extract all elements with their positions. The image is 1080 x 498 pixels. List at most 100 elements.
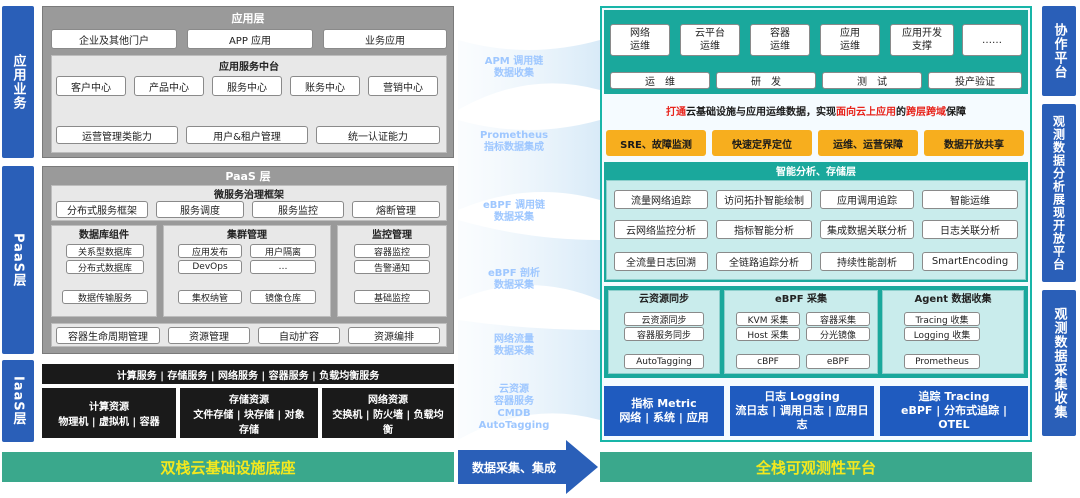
cloud-sync-autotagging: AutoTagging	[624, 354, 704, 369]
goal-locate: 快速定界定位	[712, 130, 812, 156]
role-network-ops: 网络 运维	[610, 24, 670, 56]
an-profiling: 持续性能剖析	[820, 252, 914, 271]
an-app-trace: 应用调用追踪	[820, 190, 914, 209]
flow-ebpf-trace: eBPF 调用链 数据采集	[482, 200, 546, 223]
micro-schedule: 服务调度	[156, 201, 244, 218]
agent-logging: Logging 收集	[904, 327, 980, 341]
cluster-title: 集群管理	[227, 229, 267, 241]
cluster-devops: DevOps	[178, 260, 242, 274]
an-topology: 访问拓扑智能绘制	[716, 190, 812, 209]
flow-network: 网络流量 数据采集	[494, 334, 534, 357]
cluster-isolation: 用户隔离	[250, 244, 316, 258]
auto-scale: 自动扩容	[258, 327, 340, 344]
flow-cloud: 云资源 容器服务 CMDB AutoTagging	[478, 384, 550, 431]
container-lifecycle: 容器生命周期管理	[56, 327, 160, 344]
app-business-label: 应用业务	[2, 6, 34, 158]
cluster-more: …	[250, 260, 316, 274]
cluster-registry: 镜像仓库	[250, 290, 316, 304]
an-log: 日志关联分析	[922, 220, 1018, 239]
right-footer: 全栈可观测性平台	[600, 452, 1032, 482]
signal-tracing-detail: eBPF | 分布式追踪 | OTEL	[901, 404, 1007, 431]
signal-metric-detail: 网络 | 系统 | 应用	[619, 411, 709, 424]
compute-resource: 计算资源 物理机 | 虚拟机 | 容器	[42, 388, 176, 438]
storage-resource: 存储资源 文件存储 | 块存储 | 对象存储	[180, 388, 318, 438]
svc-service: 服务中心	[212, 76, 282, 96]
svc-auth: 统一认证能力	[316, 126, 440, 144]
analysis-title: 智能分析、存储层	[776, 166, 856, 178]
ebpf-host: Host 采集	[736, 327, 800, 341]
monitor-container: 容器监控	[354, 244, 430, 258]
svc-ops: 运营管理类能力	[56, 126, 178, 144]
an-correlation: 集成数据关联分析	[820, 220, 914, 239]
mission-statement: 打通云基础设施与应用运维数据，实现面向云上应用的跨层跨域保障	[666, 106, 966, 118]
db-transfer: 数据传输服务	[62, 290, 148, 304]
cloud-sync-resource: 云资源同步	[624, 312, 704, 326]
phase-verify: 投产验证	[928, 72, 1022, 89]
monitor-alert: 告警通知	[354, 260, 430, 274]
goal-sre: SRE、故障监测	[606, 130, 706, 156]
compute-detail: 物理机 | 虚拟机 | 容器	[58, 417, 160, 428]
flow-apm: APM 调用链 数据收集	[484, 56, 544, 79]
an-aiops: 智能运维	[922, 190, 1018, 209]
signal-metric-title: 指标 Metric	[631, 397, 697, 410]
signal-logging: 日志 Logging 流日志 | 调用日志 | 应用日志	[730, 386, 874, 436]
db-panel: 数据库组件 关系型数据库 分布式数据库 数据传输服务	[51, 225, 157, 317]
side-collab: 协作平台	[1042, 6, 1076, 96]
signal-logging-detail: 流日志 | 调用日志 | 应用日志	[735, 404, 869, 431]
portal-enterprise: 企业及其他门户	[51, 29, 177, 49]
collect-arrow-label: 数据采集、集成	[471, 460, 556, 475]
network-resource: 网络资源 交换机 | 防火墙 | 负载均衡	[322, 388, 454, 438]
resource-orchestration: 资源编排	[348, 327, 440, 344]
app-layer-title: 应用层	[231, 12, 265, 25]
left-footer: 双栈云基础设施底座	[2, 452, 454, 482]
cloud-sync-title: 云资源同步	[639, 293, 689, 305]
portal-business: 业务应用	[323, 29, 447, 49]
monitor-basic: 基础监控	[354, 290, 430, 304]
ebpf-title: eBPF 采集	[774, 293, 828, 305]
paas-label: PaaS层	[2, 166, 34, 354]
flow-arrows	[458, 40, 600, 494]
goal-open: 数据开放共享	[924, 130, 1024, 156]
side-analysis: 观测数据分析展现开放平台	[1042, 104, 1076, 282]
phase-ops: 运 维	[610, 72, 710, 89]
storage-title: 存储资源	[229, 394, 269, 406]
iaas-services: 计算服务 | 存储服务 | 网络服务 | 容器服务 | 负载均衡服务	[42, 364, 454, 384]
svc-product: 产品中心	[134, 76, 204, 96]
agent-prometheus: Prometheus	[904, 354, 980, 369]
an-smart-encoding: SmartEncoding	[922, 252, 1018, 271]
goal-ops: 运维、运营保障	[818, 130, 918, 156]
cluster-panel: 集群管理 应用发布 用户隔离 DevOps … 集权纳管 镜像仓库	[163, 225, 331, 317]
role-app-ops: 应用 运维	[820, 24, 880, 56]
resource-mgmt: 资源管理	[168, 327, 250, 344]
signal-metric: 指标 Metric 网络 | 系统 | 应用	[604, 386, 724, 436]
ebpf-cbpf: cBPF	[736, 354, 800, 369]
micro-monitor: 服务监控	[252, 201, 344, 218]
network-title: 网络资源	[368, 394, 408, 406]
svc-marketing: 营销中心	[368, 76, 438, 96]
ebpf-kvm: KVM 采集	[736, 312, 800, 326]
an-full-trace: 全链路追踪分析	[716, 252, 812, 271]
svc-billing: 账务中心	[290, 76, 360, 96]
cluster-release: 应用发布	[178, 244, 242, 258]
ebpf-mirror: 分光镜像	[806, 327, 870, 341]
compute-title: 计算资源	[89, 402, 129, 413]
monitor-panel: 监控管理 容器监控 告警通知 基础监控	[337, 225, 447, 317]
role-dev-support: 应用开发 支撑	[890, 24, 954, 56]
an-flow-log: 全流量日志回溯	[614, 252, 708, 271]
agent-title: Agent 数据收集	[914, 293, 992, 305]
service-center-panel: 应用服务中台 客户中心 产品中心 服务中心 账务中心 营销中心 运营管理类能力 …	[51, 55, 447, 153]
signal-tracing-title: 追踪 Tracing	[918, 390, 990, 403]
service-center-title: 应用服务中台	[219, 61, 279, 73]
agent-tracing: Tracing 收集	[904, 312, 980, 326]
role-cloud-ops: 云平台 运维	[680, 24, 740, 56]
paas-layer-panel: PaaS 层 微服务治理框架 分布式服务框架 服务调度 服务监控 熔断管理 数据…	[42, 166, 454, 354]
network-detail: 交换机 | 防火墙 | 负载均衡	[332, 409, 444, 436]
phase-test: 测 试	[822, 72, 922, 89]
micro-framework: 分布式服务框架	[56, 201, 148, 218]
paas-layer-title: PaaS 层	[225, 170, 271, 183]
db-relational: 关系型数据库	[66, 244, 144, 258]
signal-logging-title: 日志 Logging	[764, 390, 840, 403]
micro-breaker: 熔断管理	[352, 201, 440, 218]
ebpf-container: 容器采集	[806, 312, 870, 326]
monitor-title: 监控管理	[372, 229, 412, 241]
